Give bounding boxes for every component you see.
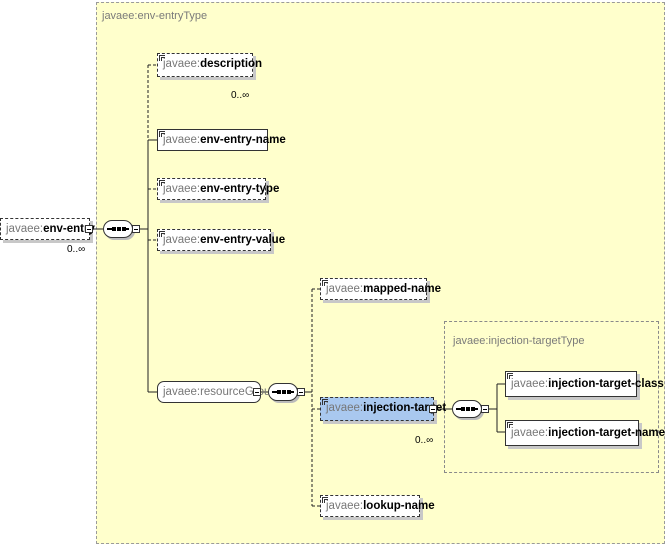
node-namespace: javaee: <box>163 234 201 246</box>
injection-target-type-label: javaee:injection-targetType <box>453 335 585 347</box>
node-namespace: javaee: <box>163 134 201 146</box>
node-name: env-entry-type <box>200 183 280 195</box>
node-namespace: javaee: <box>326 500 364 512</box>
injection-target-class-node[interactable]: javaee:injection-target-class <box>505 371 664 397</box>
env-entry-node[interactable]: javaee:env-entry <box>0 218 95 240</box>
node-name: env-entry-value <box>200 234 286 246</box>
node-namespace: javaee: <box>326 283 364 295</box>
node-name: env-entry-name <box>200 134 286 146</box>
node-namespace: javaee: <box>163 183 201 195</box>
mapped-name-node[interactable]: javaee:mapped-name <box>320 278 441 300</box>
collapse-box-icon[interactable] <box>297 388 305 396</box>
node-namespace: javaee: <box>6 223 44 235</box>
injection-target-node[interactable]: javaee:injection-target <box>320 397 446 421</box>
node-namespace: javaee: <box>511 427 549 439</box>
sequence-compositor-icon[interactable] <box>268 383 298 401</box>
node-namespace: javaee: <box>163 58 201 70</box>
env-entry-type-node[interactable]: javaee:env-entry-type <box>157 178 279 200</box>
collapse-box-icon[interactable] <box>253 388 261 396</box>
element-corner-icon <box>159 55 165 61</box>
element-corner-icon <box>159 231 165 237</box>
sequence-compositor-icon[interactable] <box>103 220 133 238</box>
node-namespace: javaee: <box>326 402 364 414</box>
env-entry-type-label: javaee:env-entryType <box>102 10 208 22</box>
env-entry-name-node[interactable]: javaee:env-entry-name <box>157 129 286 151</box>
node-namespace: javaee: <box>511 378 549 390</box>
element-corner-icon <box>322 399 328 405</box>
lookup-name-node[interactable]: javaee:lookup-name <box>320 495 435 517</box>
env-entry-cardinality: 0..∞ <box>67 244 86 255</box>
element-corner-icon <box>507 422 513 428</box>
node-name: injection-target-name <box>548 427 666 439</box>
injection-target-type-container <box>444 321 659 473</box>
element-corner-icon <box>507 373 513 379</box>
group-label: javaee:resourceGroup <box>163 386 277 398</box>
element-corner-icon <box>322 280 328 286</box>
node-name: lookup-name <box>363 500 435 512</box>
element-corner-icon <box>159 131 165 137</box>
collapse-box-icon[interactable] <box>481 405 489 413</box>
node-name: mapped-name <box>363 283 442 295</box>
env-entry-value-node[interactable]: javaee:env-entry-value <box>157 229 285 251</box>
element-corner-icon <box>159 180 165 186</box>
node-name: injection-target-class <box>548 378 664 390</box>
collapse-box-icon[interactable] <box>85 225 93 233</box>
node-name: injection-target <box>363 402 447 414</box>
injection-target-cardinality: 0..∞ <box>415 435 434 446</box>
node-name: description <box>200 58 263 70</box>
collapse-box-icon[interactable] <box>132 225 140 233</box>
description-node[interactable]: javaee:description <box>157 53 262 77</box>
sequence-compositor-icon[interactable] <box>452 400 482 418</box>
collapse-box-icon[interactable] <box>429 405 437 413</box>
node-name: env-entry <box>43 223 95 235</box>
resource-group-node[interactable]: javaee:resourceGroup <box>157 381 277 403</box>
injection-target-name-node[interactable]: javaee:injection-target-name <box>505 420 665 446</box>
description-cardinality: 0..∞ <box>231 90 250 101</box>
element-corner-icon <box>322 497 328 503</box>
